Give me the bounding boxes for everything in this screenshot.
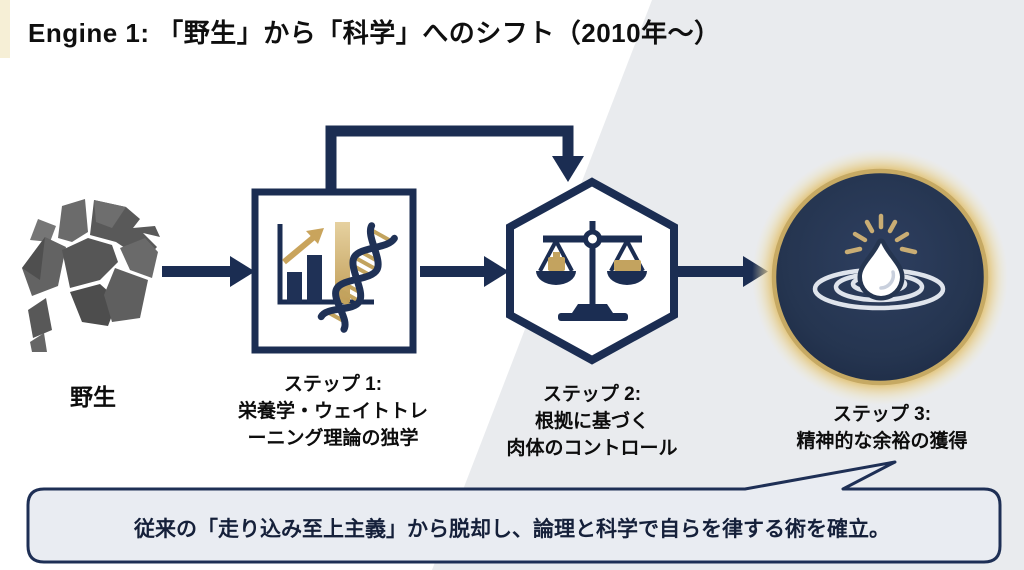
step1-box xyxy=(251,188,417,354)
water-drop-ripple-icon xyxy=(812,213,946,311)
step3-label: ステップ 3: 精神的な余裕の獲得 xyxy=(796,404,968,452)
chart-dna-icon xyxy=(277,222,398,333)
step3-circle xyxy=(752,149,1008,405)
step1-label: ステップ 1: 栄養学・ウェイトトレ ーニング理論の独学 xyxy=(237,374,428,449)
flow-arrow-1 xyxy=(162,256,255,287)
flow-arrow-2 xyxy=(420,256,509,287)
feedback-loop-arrow xyxy=(325,125,584,196)
page-title: Engine 1: 「野生」から「科学」へのシフト（2010年〜） xyxy=(28,18,721,48)
wild-label: 野生 xyxy=(70,384,116,410)
balance-scale-icon xyxy=(536,221,647,321)
rock-icon xyxy=(22,199,160,352)
title-accent-bar xyxy=(0,0,10,58)
callout-bubble xyxy=(26,460,1002,564)
step2-label: ステップ 2: 根拠に基づく 肉体のコントロール xyxy=(506,384,678,459)
step2-hexagon xyxy=(506,177,678,365)
callout-text: 従来の「走り込み至上主義」から脱却し、論理と科学で自らを律する術を確立。 xyxy=(134,518,890,541)
